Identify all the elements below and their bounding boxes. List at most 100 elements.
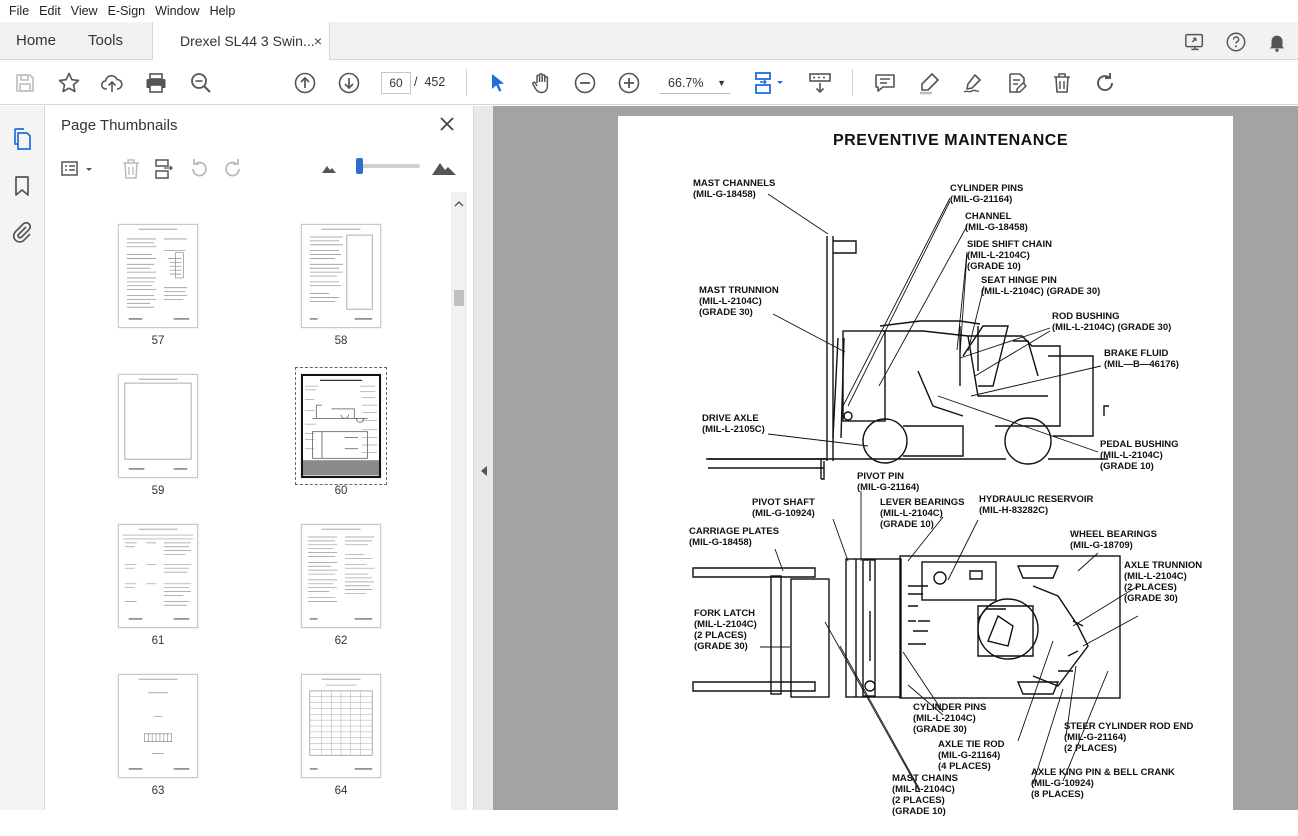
thumbnail-size-slider[interactable] [358, 164, 420, 168]
previous-page-icon[interactable] [293, 71, 317, 95]
callout-mast-channels: MAST CHANNELS(MIL-G-18458) [693, 178, 775, 200]
thumbnail-page-60-current[interactable] [301, 374, 381, 478]
toolbar-divider [466, 69, 467, 96]
callout-mast-trunnion: MAST TRUNNION(MIL-L-2104C)(GRADE 30) [699, 285, 779, 318]
zoom-in-icon[interactable] [617, 71, 641, 95]
callout-line: (MIL-G-18458) [689, 537, 752, 548]
sign-pen-icon[interactable] [961, 71, 985, 95]
callout-fork-latch: FORK LATCH(MIL-L-2104C)(2 PLACES)(GRADE … [694, 608, 757, 652]
tab-home[interactable]: Home [16, 32, 57, 49]
callout-line: (MIL-L-2104C) [1124, 571, 1187, 582]
page-thumbnails-icon[interactable] [10, 127, 34, 151]
thumbnail-page-58[interactable] [301, 224, 381, 328]
callout-wheel-bearings: WHEEL BEARINGS(MIL-G-18709) [1070, 529, 1157, 551]
callout-line: CARRIAGE PLATES [689, 526, 779, 537]
thumbnail-page-62[interactable] [301, 524, 381, 628]
menu-edit[interactable]: Edit [39, 4, 61, 18]
collapse-panel-arrow-icon[interactable] [481, 466, 487, 476]
menu-view[interactable]: View [70, 4, 98, 18]
delete-trash-icon[interactable] [1050, 71, 1074, 95]
page-heading: PREVENTIVE MAINTENANCE [832, 132, 1069, 149]
attachments-paperclip-icon[interactable] [10, 220, 34, 244]
scrolling-mode-icon[interactable] [808, 71, 832, 95]
callout-line: (MIL-L-2104C) (GRADE 30) [1052, 322, 1171, 333]
callout-line: (8 PLACES) [1031, 789, 1084, 800]
tab-tools[interactable]: Tools [88, 32, 124, 49]
thumbnail-size-slider-handle[interactable] [356, 158, 363, 174]
small-thumbnail-mountain-icon[interactable] [321, 162, 337, 174]
callout-carriage-plates: CARRIAGE PLATES(MIL-G-18458) [689, 526, 779, 548]
panel-splitter[interactable] [473, 106, 493, 810]
callout-cylinder-pins-top: CYLINDER PINS(MIL-G-21164) [950, 183, 1023, 205]
callout-line: PIVOT SHAFT [752, 497, 815, 508]
zoom-level-select[interactable]: 66.7% ▼ [660, 72, 730, 94]
tab-document[interactable]: Drexel SL44 3 Swin... × [152, 22, 330, 61]
thumbnail-page-59[interactable] [118, 374, 198, 478]
callout-line: (MIL-L-2105C) [702, 424, 765, 435]
thumbnail-page-63[interactable] [118, 674, 198, 778]
callout-line: FORK LATCH [694, 608, 755, 619]
callout-line: (MIL-L-2104C) [880, 508, 943, 519]
scroll-up-arrow-icon[interactable] [451, 196, 467, 212]
menu-help[interactable]: Help [209, 4, 236, 18]
menu-esign[interactable]: E-Sign [107, 4, 146, 18]
callout-hydraulic-reservoir: HYDRAULIC RESERVOIR(MIL-H-83282C) [979, 494, 1094, 516]
zoom-level-value: 66.7% [668, 76, 704, 90]
hand-tool-icon[interactable] [529, 71, 553, 95]
callout-line: PIVOT PIN [857, 471, 904, 482]
share-screen-icon[interactable] [1184, 31, 1206, 53]
extract-page-icon[interactable] [153, 158, 175, 180]
callout-line: (2 PLACES) [694, 630, 747, 641]
rotate-clockwise-icon[interactable] [222, 158, 244, 180]
page-thumbnails-panel: Page Thumbnails 57 58 59 [45, 106, 473, 810]
thumbnail-page-57[interactable] [118, 224, 198, 328]
callout-line: CYLINDER PINS [950, 183, 1023, 194]
diagram-labels: MAST CHANNELS(MIL-G-18458)CYLINDER PINS(… [689, 178, 1202, 817]
edit-text-icon[interactable] [1005, 71, 1029, 95]
search-zoom-icon[interactable] [189, 71, 213, 95]
callout-line: WHEEL BEARINGS [1070, 529, 1157, 540]
rotate-counterclockwise-icon[interactable] [188, 158, 210, 180]
save-icon[interactable] [13, 71, 37, 95]
thumbnail-scrollbar-thumb[interactable] [454, 290, 464, 306]
menu-file[interactable]: File [9, 4, 30, 18]
close-tab-icon[interactable]: × [313, 33, 322, 49]
callout-line: (GRADE 10) [892, 806, 946, 817]
cloud-upload-icon[interactable] [100, 71, 124, 95]
notifications-bell-icon[interactable] [1266, 31, 1288, 53]
next-page-icon[interactable] [337, 71, 361, 95]
callout-line: AXLE TIE ROD [938, 739, 1005, 750]
callout-line: (MIL-H-83282C) [979, 505, 1048, 516]
delete-page-icon[interactable] [120, 158, 142, 180]
help-icon[interactable] [1225, 31, 1247, 53]
page-fit-icon[interactable] [752, 71, 786, 95]
menu-window[interactable]: Window [155, 4, 200, 18]
select-cursor-icon[interactable] [486, 71, 510, 95]
thumbnail-options-icon[interactable] [60, 158, 96, 180]
document-view[interactable]: PREVENTIVE MAINTENANCE [493, 106, 1298, 836]
large-thumbnail-mountain-icon[interactable] [431, 156, 457, 176]
rotate-clockwise-icon[interactable] [1093, 71, 1117, 95]
thumbnail-label: 64 [334, 785, 348, 797]
zoom-out-icon[interactable] [573, 71, 597, 95]
toolbar: 60 / 452 66.7% ▼ [0, 60, 1298, 105]
bookmarks-icon[interactable] [10, 174, 34, 198]
thumbnail-page-64[interactable] [301, 674, 381, 778]
thumbnail-page-61[interactable] [118, 524, 198, 628]
thumbnail-label: 61 [151, 635, 165, 647]
callout-line: (MIL—B—46176) [1104, 359, 1179, 370]
comment-icon[interactable] [873, 71, 897, 95]
bookmark-star-icon[interactable] [57, 71, 81, 95]
page-number-input[interactable]: 60 [381, 72, 411, 94]
callout-line: ROD BUSHING [1052, 311, 1120, 322]
callout-line: (MIL-L-2104C) [892, 784, 955, 795]
callout-line: CHANNEL [965, 211, 1012, 222]
tab-document-label: Drexel SL44 3 Swin... [180, 33, 315, 49]
highlight-pen-icon[interactable] [917, 71, 941, 95]
page-separator: / [414, 75, 418, 89]
print-icon[interactable] [144, 71, 168, 95]
callout-line: (MIL-G-10924) [1031, 778, 1094, 789]
close-panel-icon[interactable] [438, 115, 456, 133]
thumbnail-scrollbar[interactable] [451, 192, 467, 810]
thumbnail-label: 58 [334, 335, 348, 347]
